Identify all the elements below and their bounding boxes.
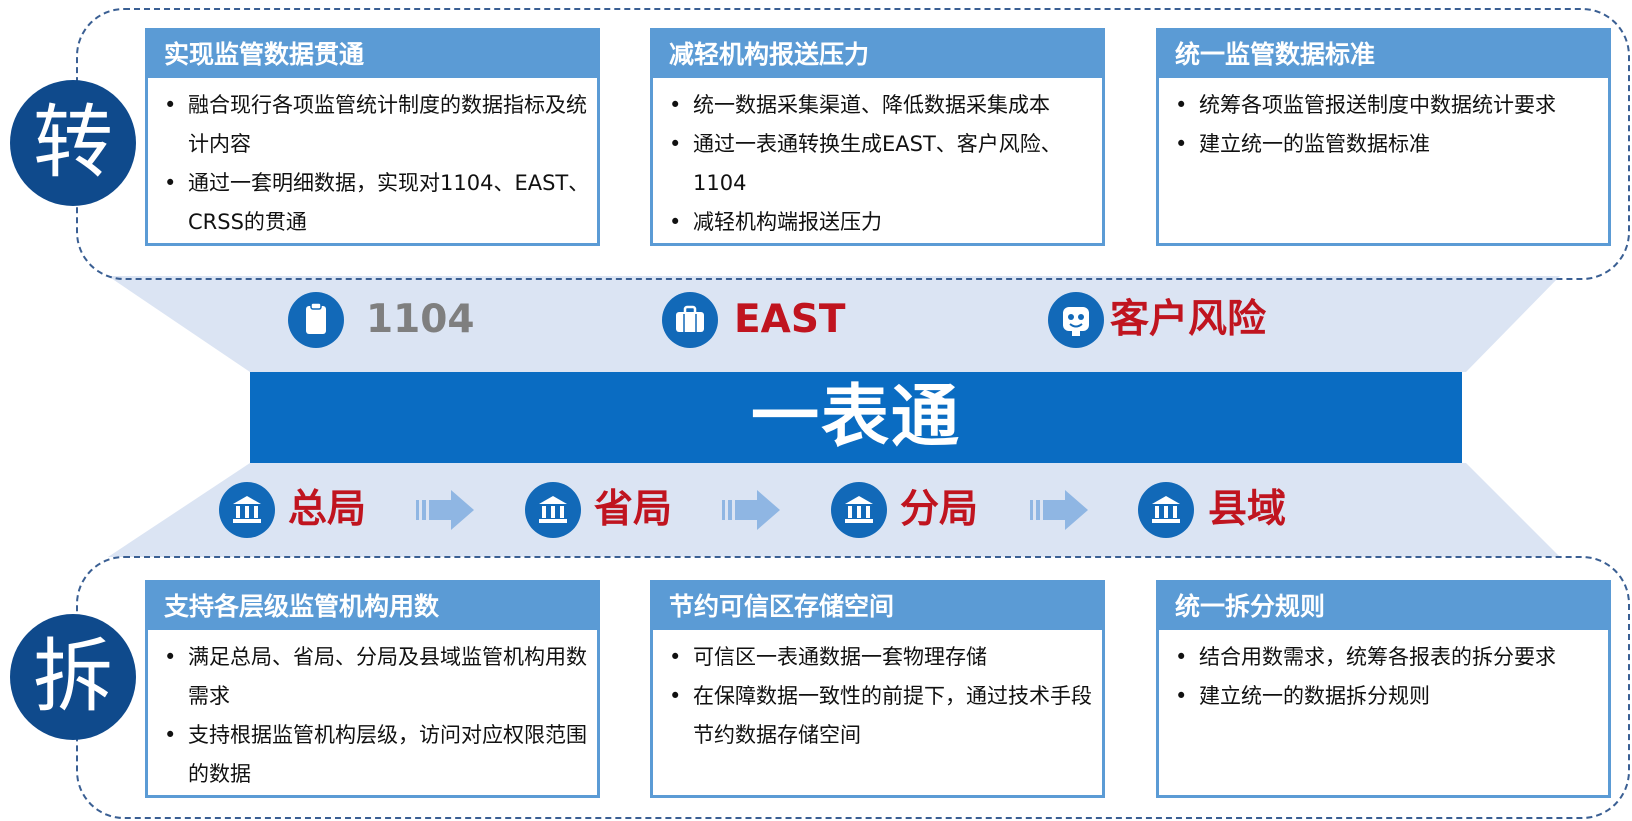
arrow-right-icon [1030, 490, 1088, 530]
briefcase-icon [662, 292, 718, 348]
level-label-county: 县域 [1208, 487, 1287, 532]
card-title: 统一监管数据标准 [1159, 31, 1608, 78]
convert-char-badge: 转 [10, 80, 136, 206]
arrow-right-icon [722, 490, 780, 530]
card-title: 支持各层级监管机构用数 [148, 583, 597, 630]
split-char-badge: 拆 [10, 614, 136, 740]
bank-icon [1138, 482, 1194, 538]
card-item: 支持根据监管机构层级，访问对应权限范围的数据 [162, 716, 591, 794]
report-label-customer-risk: 客户风险 [1110, 297, 1267, 342]
card-item: 可信区一表通数据一套物理存储 [667, 638, 1096, 677]
one-table-bar: 一表通 [250, 372, 1462, 463]
report-label-east: EAST [734, 297, 846, 342]
bank-icon [219, 482, 275, 538]
card-item: 融合现行各项监管统计制度的数据指标及统计内容 [162, 86, 591, 164]
card-item: 减轻机构端报送压力 [667, 203, 1096, 242]
card-title: 统一拆分规则 [1159, 583, 1608, 630]
card-item: 统筹各项监管报送制度中数据统计要求 [1173, 86, 1602, 125]
card-unified-split-rules: 统一拆分规则 结合用数需求，统筹各报表的拆分要求 建立统一的数据拆分规则 [1156, 580, 1611, 798]
card-item: 建立统一的监管数据标准 [1173, 125, 1602, 164]
report-label-1104: 1104 [366, 297, 475, 342]
card-item: 统一数据采集渠道、降低数据采集成本 [667, 86, 1096, 125]
risk-face-icon [1048, 292, 1104, 348]
card-item: 建立统一的数据拆分规则 [1173, 677, 1602, 716]
card-data-connection: 实现监管数据贯通 融合现行各项监管统计制度的数据指标及统计内容 通过一套明细数据… [145, 28, 600, 246]
level-label-province: 省局 [594, 487, 673, 532]
card-item: 在保障数据一致性的前提下，通过技术手段节约数据存储空间 [667, 677, 1096, 755]
level-label-headquarters: 总局 [288, 487, 367, 532]
card-title: 节约可信区存储空间 [653, 583, 1102, 630]
bank-icon [831, 482, 887, 538]
card-unified-standard: 统一监管数据标准 统筹各项监管报送制度中数据统计要求 建立统一的监管数据标准 [1156, 28, 1611, 246]
card-item: 通过一表通转换生成EAST、客户风险、1104 [667, 125, 1096, 203]
card-save-storage: 节约可信区存储空间 可信区一表通数据一套物理存储 在保障数据一致性的前提下，通过… [650, 580, 1105, 798]
card-multi-level-usage: 支持各层级监管机构用数 满足总局、省局、分局及县域监管机构用数需求 支持根据监管… [145, 580, 600, 798]
bank-icon [525, 482, 581, 538]
center-title: 一表通 [750, 378, 961, 457]
clipboard-icon [288, 292, 344, 348]
card-item: 结合用数需求，统筹各报表的拆分要求 [1173, 638, 1602, 677]
card-title: 实现监管数据贯通 [148, 31, 597, 78]
card-item: 通过一套明细数据，实现对1104、EAST、CRSS的贯通 [162, 164, 591, 242]
card-item: 满足总局、省局、分局及县域监管机构用数需求 [162, 638, 591, 716]
card-title: 减轻机构报送压力 [653, 31, 1102, 78]
card-reduce-pressure: 减轻机构报送压力 统一数据采集渠道、降低数据采集成本 通过一表通转换生成EAST… [650, 28, 1105, 246]
arrow-right-icon [416, 490, 474, 530]
level-label-branch: 分局 [900, 487, 979, 532]
